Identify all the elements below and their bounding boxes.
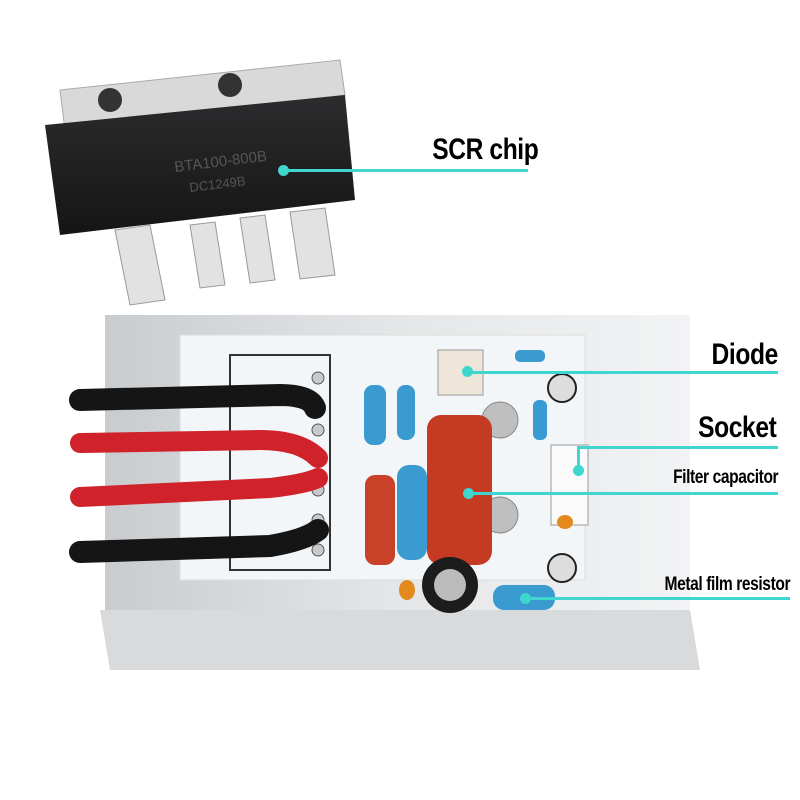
- callout-line: [468, 492, 778, 495]
- callout-dot: [573, 465, 584, 476]
- chip-marking: DC1249B: [189, 173, 247, 195]
- mounting-hole: [218, 73, 242, 97]
- filter-capacitor-component: [427, 415, 492, 565]
- screw: [547, 553, 577, 583]
- callout-label: Socket: [697, 411, 777, 444]
- chip-leads: [114, 207, 336, 306]
- socket-component: [550, 444, 589, 526]
- mounting-hole: [98, 88, 122, 112]
- callout-line: [525, 597, 790, 600]
- wires: [69, 383, 329, 563]
- callout-line: [467, 371, 778, 374]
- callout-line: [577, 446, 778, 449]
- callout-line: [577, 446, 580, 468]
- callout-label: Metal film resistor: [664, 574, 790, 595]
- terminal-block: [229, 354, 331, 571]
- screw: [547, 373, 577, 403]
- callout-label: SCR chip: [431, 133, 538, 166]
- callout-label: Filter capacitor: [672, 467, 779, 488]
- pcb-board: [179, 334, 589, 613]
- scr-chip: BTA100-800B DC1249B: [45, 59, 355, 306]
- callout-line: [283, 169, 528, 172]
- callout-label: Diode: [711, 338, 779, 371]
